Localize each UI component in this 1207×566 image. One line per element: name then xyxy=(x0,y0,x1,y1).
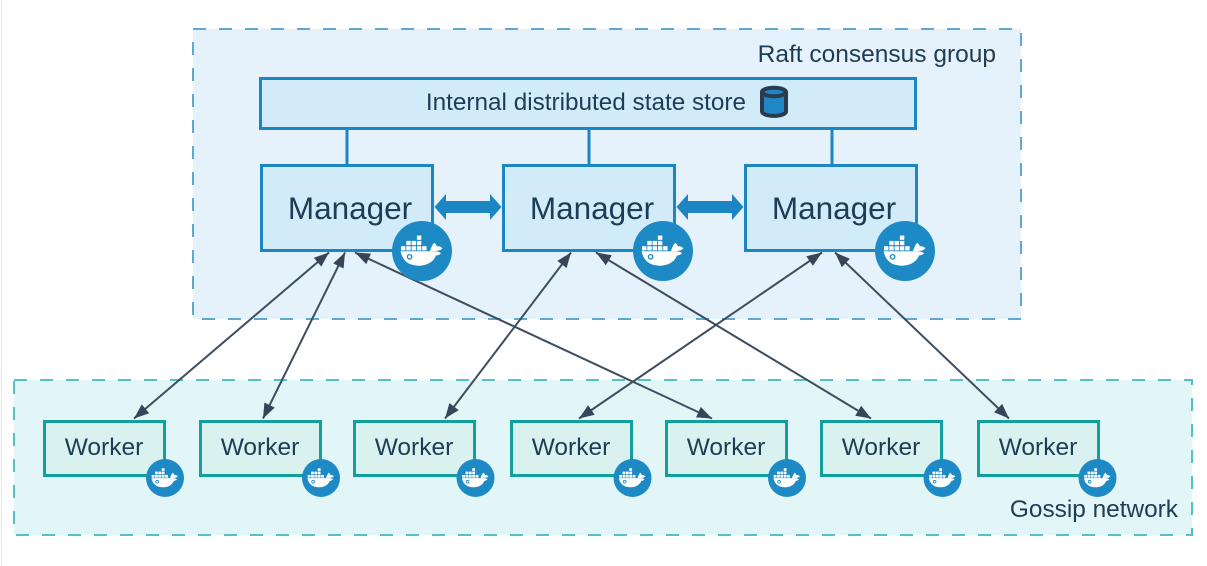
svg-text:Manager: Manager xyxy=(530,190,654,226)
svg-text:Worker: Worker xyxy=(65,434,144,461)
svg-text:Manager: Manager xyxy=(288,190,412,226)
svg-text:Manager: Manager xyxy=(772,190,896,226)
svg-text:Worker: Worker xyxy=(532,434,611,461)
svg-text:Worker: Worker xyxy=(687,434,766,461)
svg-text:Worker: Worker xyxy=(375,434,454,461)
svg-text:Worker: Worker xyxy=(842,434,921,461)
svg-text:Worker: Worker xyxy=(999,434,1078,461)
svg-text:Raft consensus group: Raft consensus group xyxy=(758,41,996,68)
svg-text:Internal distributed state sto: Internal distributed state store xyxy=(426,89,746,116)
svg-text:Gossip network: Gossip network xyxy=(1010,496,1179,523)
svg-text:Worker: Worker xyxy=(221,434,300,461)
